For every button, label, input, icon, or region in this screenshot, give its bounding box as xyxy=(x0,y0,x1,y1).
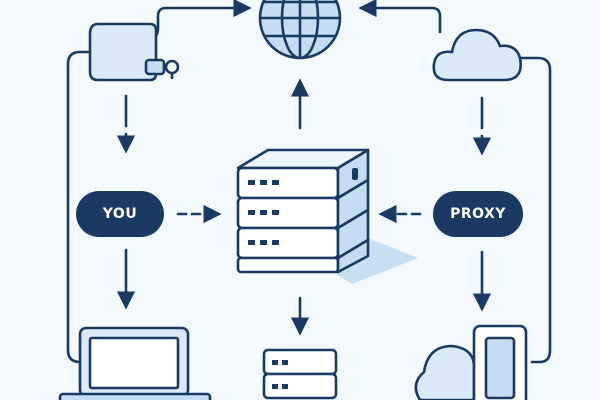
proxy-node: PROXY xyxy=(433,191,523,237)
you-node: YOU xyxy=(76,191,164,237)
left-loop-line xyxy=(66,50,90,364)
cloud-device-icon xyxy=(414,324,528,400)
server-stack-icon xyxy=(236,148,370,274)
you-label: YOU xyxy=(102,206,138,222)
arrows xyxy=(116,78,492,336)
cloud-icon xyxy=(432,28,522,82)
proxy-label: PROXY xyxy=(450,206,506,222)
small-server-icon xyxy=(262,348,338,400)
globe-icon xyxy=(258,0,342,60)
lock-icon xyxy=(88,22,180,82)
lock-to-globe-line xyxy=(146,0,252,40)
monitor-icon xyxy=(58,326,212,400)
cloud-to-globe-line xyxy=(358,0,442,34)
right-loop-line xyxy=(518,56,552,364)
